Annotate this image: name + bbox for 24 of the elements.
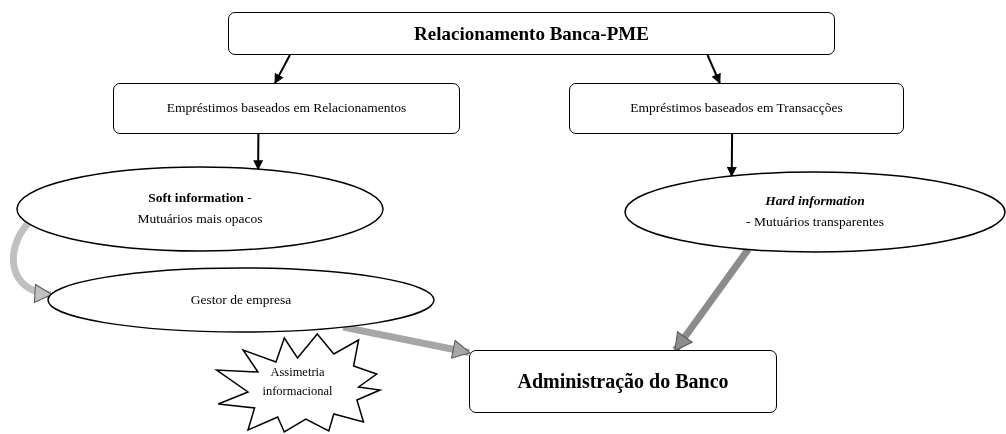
manager-ellipse <box>48 268 434 332</box>
node-text: Gestor de empresa <box>190 290 292 309</box>
node-text: Empréstimos baseados em Transacções <box>630 99 843 118</box>
node-text: Hard information <box>765 192 865 211</box>
node-text: Mutuários mais opacos <box>137 210 263 228</box>
arrow <box>726 133 737 177</box>
block-arrow <box>342 323 471 359</box>
arrow <box>274 54 291 84</box>
info-ellipse <box>17 167 383 251</box>
node-text: Assimetria informacional <box>261 363 334 400</box>
node-text: Administração do Banco <box>517 369 729 395</box>
starburst-shape <box>215 332 380 432</box>
arrow <box>253 133 264 171</box>
node-text: Relacionamento Banca-PME <box>414 21 649 46</box>
node-text: Empréstimos baseados em Relacionamentos <box>166 99 407 118</box>
title-box <box>228 12 835 55</box>
info-ellipse <box>625 172 1005 252</box>
bank-box <box>469 350 777 413</box>
process-box <box>569 83 904 134</box>
node-text: - Mutuários transparentes <box>746 213 884 231</box>
node-text: Soft information - <box>148 189 252 208</box>
block-arrow <box>9 221 53 302</box>
arrow <box>706 54 721 84</box>
process-box <box>113 83 460 134</box>
